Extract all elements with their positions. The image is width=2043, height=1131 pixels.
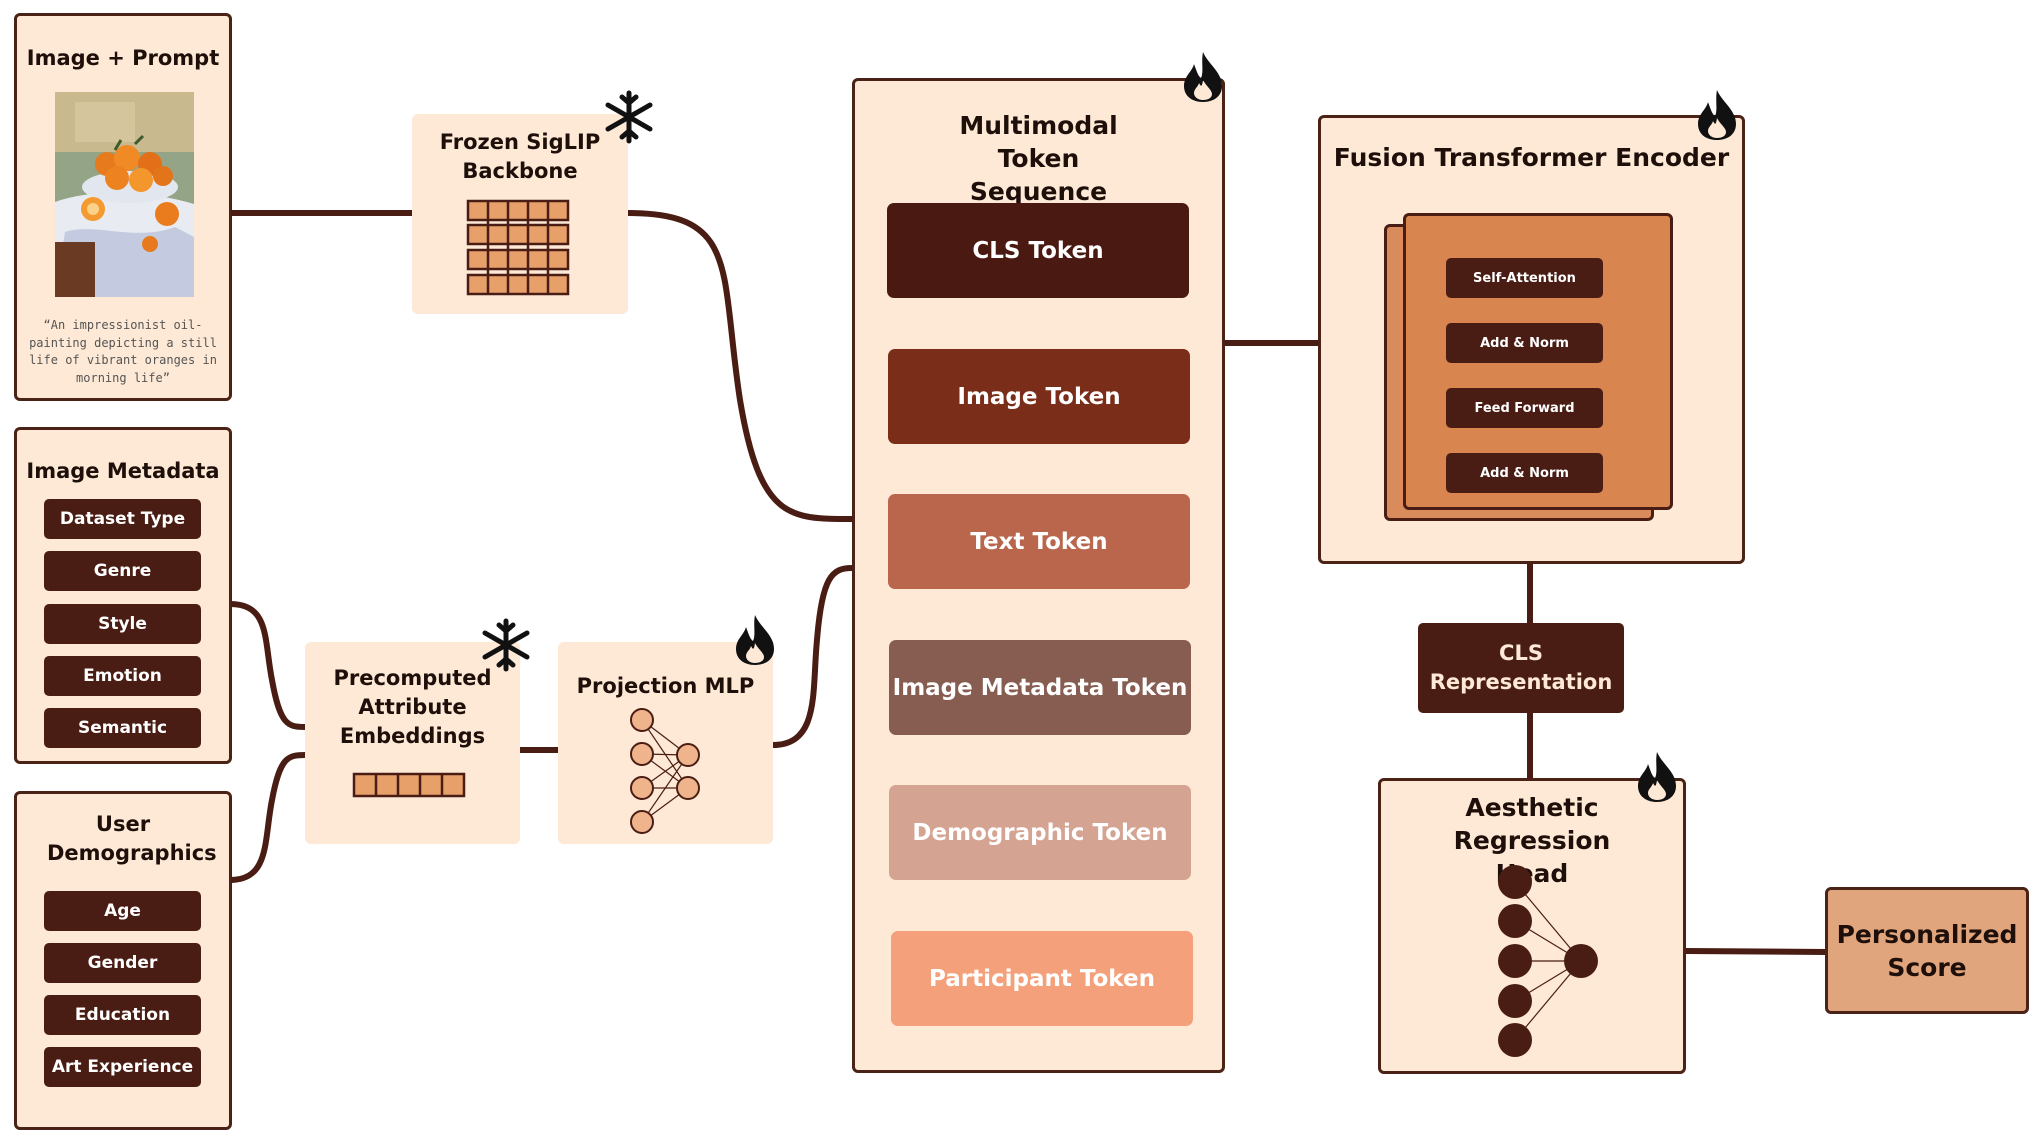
demographics-item: Art Experience	[44, 1047, 201, 1087]
flame-icon	[732, 613, 778, 671]
cls-representation-label: CLS Representation	[1429, 641, 1613, 694]
demographics-title: User Demographics	[47, 812, 217, 865]
demographics-item: Age	[44, 891, 201, 931]
connector-metadata-to-attr	[227, 601, 308, 730]
metadata-item: Style	[44, 604, 201, 644]
image-token: Image Token	[888, 349, 1190, 444]
self-attention-layer: Self-Attention	[1446, 258, 1603, 298]
cls-representation: CLS Representation	[1418, 623, 1624, 713]
personalized-score-label: Personalized Score	[1836, 919, 2018, 982]
demographics-item: Gender	[44, 943, 201, 983]
sequence-panel: Multimodal Token Sequence CLS Token Imag…	[852, 78, 1225, 1073]
flame-icon	[1634, 750, 1680, 808]
prompt-text: “An impressionist oil-painting depicting…	[29, 318, 217, 385]
personalized-score: Personalized Score	[1825, 887, 2029, 1014]
regression-network-icon	[1494, 863, 1604, 1067]
connector-demographics-to-attr	[227, 752, 308, 883]
add-norm-layer: Add & Norm	[1446, 323, 1603, 363]
cls-token: CLS Token	[887, 203, 1189, 298]
participant-token: Participant Token	[891, 931, 1193, 1026]
metadata-title: Image Metadata	[26, 459, 220, 483]
siglip-panel: Frozen SigLIP Backbone	[412, 114, 628, 314]
metadata-item: Genre	[44, 551, 201, 591]
metadata-panel: Image Metadata Dataset Type Genre Style …	[14, 427, 232, 764]
feed-forward-layer: Feed Forward	[1446, 388, 1603, 428]
sequence-title: Multimodal Token Sequence	[959, 111, 1118, 206]
add-norm-layer: Add & Norm	[1446, 453, 1603, 493]
input-title: Image + Prompt	[26, 46, 220, 70]
flame-icon	[1180, 50, 1226, 108]
connector-mlp-to-sequence	[770, 565, 855, 748]
mlp-panel: Projection MLP	[558, 642, 773, 844]
demographics-panel: User Demographics Age Gender Education A…	[14, 791, 232, 1130]
metadata-item: Emotion	[44, 656, 201, 696]
mlp-title: Projection MLP	[576, 674, 755, 698]
connector-siglip-to-sequence	[625, 210, 855, 523]
encoder-stack-front: Self-Attention Add & Norm Feed Forward A…	[1403, 213, 1673, 510]
attr-title: Precomputed Attribute Embeddings	[333, 666, 492, 748]
metadata-item: Semantic	[44, 708, 201, 748]
connector-head-to-output	[1683, 948, 1829, 955]
fusion-panel: Fusion Transformer Encoder Self-Attentio…	[1318, 115, 1745, 564]
snowflake-icon	[478, 617, 534, 677]
demographic-token: Demographic Token	[889, 785, 1191, 880]
embedding-vector-icon	[352, 772, 466, 802]
fusion-title: Fusion Transformer Encoder	[1333, 143, 1730, 172]
oranges-painting-image	[55, 92, 194, 297]
attr-panel: Precomputed Attribute Embeddings	[305, 642, 520, 844]
siglip-title: Frozen SigLIP Backbone	[439, 130, 601, 183]
flame-icon	[1694, 88, 1740, 146]
feature-grid-icon	[466, 199, 570, 301]
text-token: Text Token	[888, 494, 1190, 589]
demographics-item: Education	[44, 995, 201, 1035]
metadata-item: Dataset Type	[44, 499, 201, 539]
image-metadata-token: Image Metadata Token	[889, 640, 1191, 735]
mlp-network-icon	[630, 702, 700, 846]
head-panel: Aesthetic Regression Head	[1378, 778, 1686, 1074]
input-panel: Image + Prompt “An impressionist oil-pai…	[14, 13, 232, 401]
snowflake-icon	[601, 89, 657, 149]
